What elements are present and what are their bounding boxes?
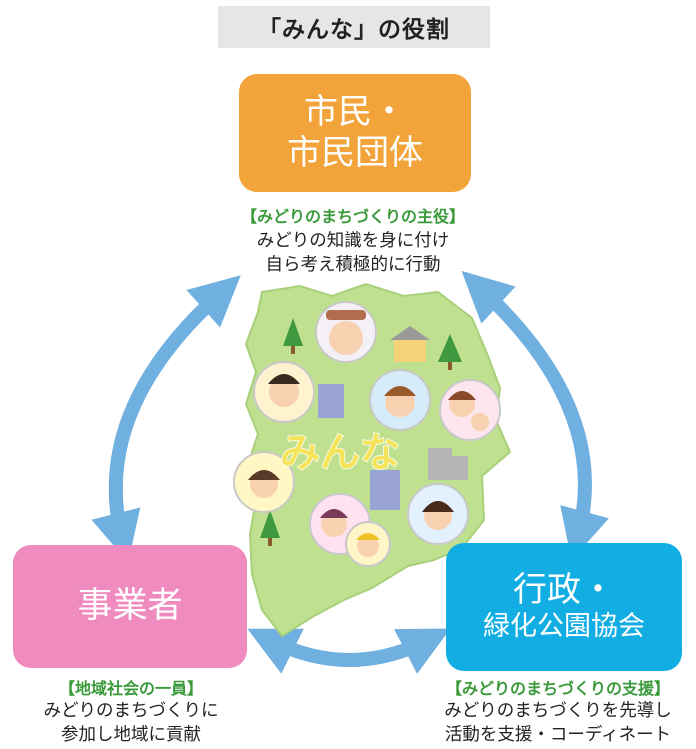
person-avatar-young-man xyxy=(369,369,431,431)
node-citizens-label-line1: 市民・ xyxy=(304,91,406,132)
arrow-citizens-administration xyxy=(461,270,609,561)
role-citizens: 【みどりのまちづくりの主役】 xyxy=(240,207,465,226)
role-administration: 【みどりのまちづくりの支援】 xyxy=(445,679,670,698)
node-administration-label-line2: 緑化公園協会 xyxy=(483,611,645,643)
desc-administration-line1: みどりのまちづくりを先導し xyxy=(444,701,672,721)
node-administration-label-line1: 行政・ xyxy=(513,569,615,610)
node-citizens: 市民・ 市民団体 xyxy=(239,74,471,192)
person-avatar-man xyxy=(253,361,315,423)
desc-administration: みどりのまちづくりを先導し 活動を支援・コーディネート xyxy=(420,699,696,747)
desc-citizens-line1: みどりの知識を身に付け xyxy=(256,231,450,251)
tree-icon xyxy=(260,318,462,546)
arrow-business-administration xyxy=(247,628,451,674)
city-map xyxy=(244,282,512,638)
person-avatar-pair xyxy=(309,493,391,567)
role-business: 【地域社会の一員】 xyxy=(58,679,203,698)
desc-business-line1: みどりのまちづくりに xyxy=(43,701,219,721)
person-avatar-girl xyxy=(407,483,469,545)
desc-business-line2: 参加し地域に貢献 xyxy=(61,725,201,745)
node-citizens-label-line2: 市民団体 xyxy=(287,133,423,173)
building-icon xyxy=(318,384,468,510)
diagram-title: 「みんな」の役割 xyxy=(218,6,490,48)
node-administration: 行政・ 緑化公園協会 xyxy=(446,543,682,671)
node-business-label: 事業者 xyxy=(77,586,183,627)
arrow-citizens-business xyxy=(91,275,241,563)
node-business: 事業者 xyxy=(13,545,247,668)
person-avatar-mother-baby xyxy=(439,379,501,441)
center-label: みんな xyxy=(280,430,400,476)
person-avatar-woman xyxy=(233,451,295,513)
desc-citizens: みどりの知識を身に付け 自ら考え積極的に行動 xyxy=(198,229,508,277)
person-avatar-elderly xyxy=(315,301,377,363)
desc-citizens-line2: 自ら考え積極的に行動 xyxy=(265,255,441,275)
desc-business: みどりのまちづくりに 参加し地域に貢献 xyxy=(5,699,257,747)
desc-administration-line2: 活動を支援・コーディネート xyxy=(444,725,672,745)
house-icon xyxy=(390,326,430,362)
